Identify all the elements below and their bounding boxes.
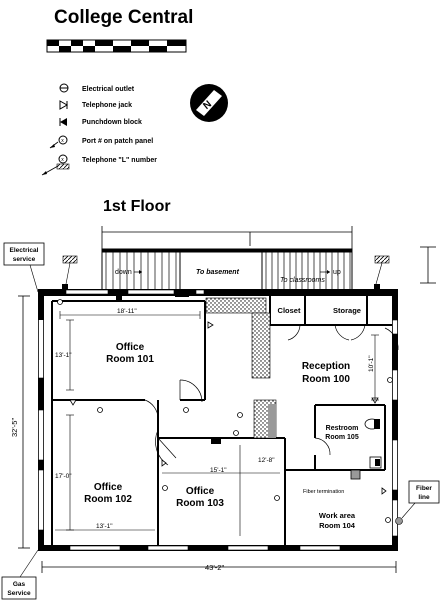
restroom-fixtures: [364, 418, 382, 469]
gas-service-line2: Service: [7, 590, 31, 597]
dim-room102-width: 13'-1": [96, 523, 113, 530]
fiber-termination-box: [350, 469, 361, 480]
electrical-outlet-icon: [59, 83, 69, 93]
gas-service-callout: Gas Service: [1, 549, 39, 600]
electrical-service-line1: Electrical: [10, 247, 39, 254]
electrical-service-callout: Electrical service: [3, 242, 45, 320]
stairs-down-label: down: [115, 269, 132, 276]
electrical-service-line2: service: [13, 256, 36, 263]
room-105-label-line1: Restroom: [326, 425, 359, 432]
fiber-line-callout: Fiber line: [395, 480, 440, 525]
room-104-label-line2: Room 104: [319, 521, 356, 530]
gas-service-line1: Gas: [13, 581, 26, 588]
room-103-label-line1: Office: [186, 486, 215, 497]
floor-title: 1st Floor: [103, 198, 171, 215]
dim-hall-width: 12'-8": [258, 457, 275, 464]
counter-side: [251, 312, 271, 379]
wall-block: [175, 289, 189, 297]
interior-walls: [51, 296, 392, 545]
punchdown-block-icon: [59, 118, 67, 126]
room-105-label-line2: Room 105: [325, 434, 359, 441]
stairs: down To basement To classrooms up: [101, 248, 353, 292]
telephone-jack-icon: [59, 100, 69, 110]
closet-label: Closet: [278, 306, 301, 315]
fiber-line-line1: Fiber: [416, 485, 432, 492]
room-100-label-line1: Reception: [302, 361, 350, 372]
dim-reception-height: 10'-1": [368, 355, 375, 372]
dim-room101-width: 18'-11": [117, 308, 137, 315]
dim-building-width: 43'-2": [205, 563, 224, 572]
north-compass-icon: N: [190, 84, 228, 122]
svg-text:x: x: [61, 138, 64, 144]
scale-bar: [46, 39, 187, 53]
jack-label-boxes: [62, 255, 390, 290]
telephone-l-number-icon: x: [41, 154, 70, 176]
patch-panel-port-icon: x: [49, 135, 68, 149]
fiber-termination-label: Fiber termination: [303, 489, 344, 495]
to-classrooms-label: To classrooms: [280, 277, 325, 284]
room-103-label-line2: Room 103: [176, 498, 224, 509]
room-102-label-line2: Room 102: [84, 494, 132, 505]
legend-label: Punchdown block: [82, 119, 142, 126]
right-stair-dimension: [420, 246, 436, 284]
room-100-label-line2: Room 100: [302, 374, 350, 385]
outer-dimensions: [18, 295, 397, 573]
room-102-label-line1: Office: [94, 482, 123, 493]
room-104-label-line1: Work area: [319, 511, 356, 520]
to-basement-label: To basement: [196, 269, 240, 276]
dim-building-height: 32'-5": [10, 418, 19, 437]
dim-room102-height: 17'-0": [55, 473, 72, 480]
top-dimension: [101, 226, 353, 250]
dim-room101-height: 13'-1": [55, 352, 72, 359]
counter-top: [205, 297, 267, 314]
reception-pillar-shade: [268, 404, 276, 438]
svg-text:x: x: [61, 157, 64, 163]
legend-label: Telephone jack: [82, 102, 132, 109]
page-title: College Central: [54, 7, 193, 28]
legend-label: Port # on patch panel: [82, 138, 153, 145]
room-101-label-line2: Room 101: [106, 354, 154, 365]
legend-label: Telephone "L" number: [82, 157, 157, 164]
doors: [144, 324, 399, 466]
outlets: [57, 299, 393, 523]
windows: [38, 289, 398, 551]
legend: Electrical outlet Telephone jack Punchdo…: [41, 83, 157, 176]
dim-room103-width: 15'-1": [210, 467, 227, 474]
interior-dimensions: [55, 311, 379, 536]
room-101-label-line1: Office: [116, 342, 145, 353]
stairs-up-label: up: [333, 269, 341, 276]
legend-label: Electrical outlet: [82, 86, 135, 93]
storage-label: Storage: [333, 306, 361, 315]
fiber-line-line2: line: [418, 494, 430, 501]
punchdown-block: [211, 438, 221, 444]
wall-block: [116, 296, 122, 302]
